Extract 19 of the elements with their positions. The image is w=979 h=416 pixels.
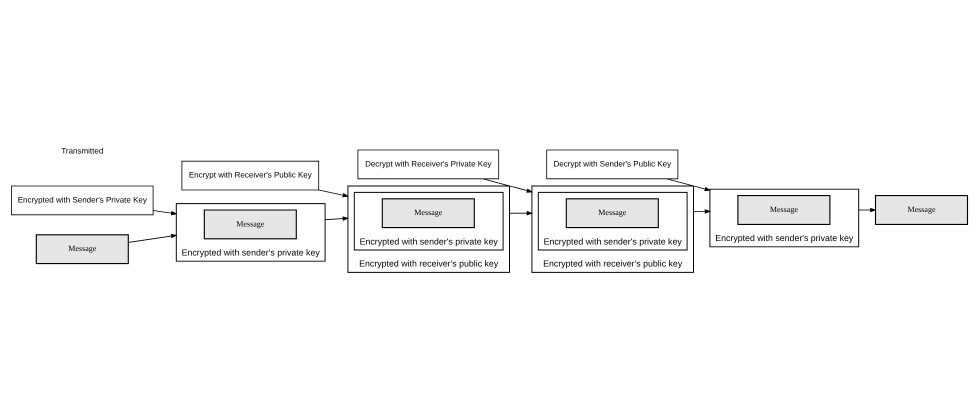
node-box: Message xyxy=(737,195,830,225)
arrow xyxy=(693,209,712,214)
node-box: Decrypt with Receiver's Private Key xyxy=(358,150,500,180)
node-box: Message xyxy=(382,198,475,228)
node-box: Message xyxy=(204,209,297,240)
arrow xyxy=(509,210,534,216)
node-box: Message xyxy=(36,234,129,264)
node-box: Message xyxy=(874,195,968,225)
node-box: Decrypt with Sender's Public Key xyxy=(546,150,678,180)
node-box: Encrypted with Sender's Private Key xyxy=(11,186,154,216)
arrow xyxy=(318,190,350,198)
arrow xyxy=(324,216,350,221)
arrow xyxy=(666,178,712,192)
node-box: Encrypt with Receiver's Public Key xyxy=(182,160,320,190)
arrow xyxy=(128,234,178,243)
arrow xyxy=(152,210,178,216)
node-box: Message xyxy=(566,198,659,228)
arrow xyxy=(858,208,877,212)
label: Transmitted xyxy=(61,146,104,156)
